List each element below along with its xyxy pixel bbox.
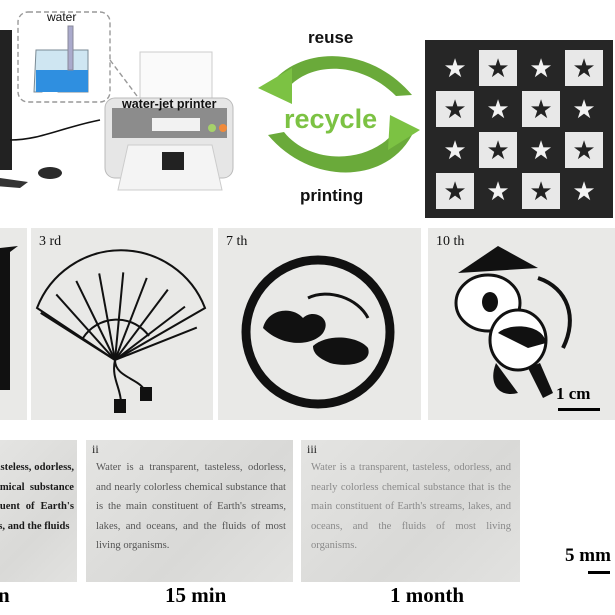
panda-drawing xyxy=(454,246,572,398)
printer-label: water-jet printer xyxy=(122,97,217,111)
sample-text: Water is a transparent, tasteless, odorl… xyxy=(0,462,74,532)
time-caption-1month: 1 month xyxy=(390,583,465,607)
sample-text: Water is a transparent, tasteless, odorl… xyxy=(96,462,286,551)
fan-rib xyxy=(55,293,116,361)
star-icon: ★ xyxy=(436,91,474,127)
star-icon: ★ xyxy=(572,175,596,206)
scale-bar-label-mm: 5 mm xyxy=(565,545,611,566)
print-panel-3rd: 3 rd xyxy=(31,228,213,420)
time-caption-1: n xyxy=(0,583,10,607)
cycle-tag: 3 rd xyxy=(39,234,62,249)
cloud-circle-drawing xyxy=(241,255,395,409)
recycle-arrows-icon xyxy=(258,56,420,173)
star-icon: ★ xyxy=(486,93,510,124)
fan-rib xyxy=(98,273,116,361)
print-panel-10th: 10 th 1 cm xyxy=(428,228,615,420)
star-icon: ★ xyxy=(572,93,596,124)
star-icon: ★ xyxy=(565,132,603,168)
cycle-tag: 7 th xyxy=(226,234,248,249)
fan-rib xyxy=(114,277,148,361)
mouse-icon xyxy=(38,167,62,179)
star-icon: ★ xyxy=(565,50,603,86)
text-sample-panel-ii: ii Water is a transparent, tasteless, od… xyxy=(86,440,293,582)
panel-index: ii xyxy=(92,442,99,456)
print-panel-1 xyxy=(0,228,27,420)
star-icon: ★ xyxy=(529,134,553,165)
scale-bar-label: 1 cm xyxy=(556,384,591,403)
fan-drawing xyxy=(35,249,207,413)
cartridge-label: water xyxy=(47,10,77,24)
printing-setup-illustration xyxy=(0,11,420,191)
star-icon: ★ xyxy=(522,91,560,127)
star-checkerboard-photo: ★★★★★★★★★★★★★★★★ xyxy=(425,40,613,218)
star-icon: ★ xyxy=(479,50,517,86)
print-panel-7th: 7 th xyxy=(218,228,421,420)
computer-monitor-icon xyxy=(0,30,28,188)
fan-rib xyxy=(114,305,186,361)
fan-rib xyxy=(40,312,116,361)
cycle-label-printing: printing xyxy=(300,186,364,205)
text-sample-panel-1: Water is a transparent, tasteless, odorl… xyxy=(0,440,77,582)
star-icon: ★ xyxy=(479,132,517,168)
time-caption-15min: 15 min xyxy=(165,583,227,607)
fan-rib xyxy=(114,326,198,361)
fan-rib xyxy=(114,289,169,361)
fan-rib xyxy=(114,272,125,361)
panel-index: iii xyxy=(307,442,318,456)
sample-text: Water is a transparent, tasteless, odorl… xyxy=(311,462,511,551)
star-icon: ★ xyxy=(436,173,474,209)
star-icon: ★ xyxy=(443,134,467,165)
star-icon: ★ xyxy=(522,173,560,209)
fan-rib xyxy=(75,280,116,361)
cycle-label-reuse: reuse xyxy=(308,28,354,47)
ink-cartridge-icon xyxy=(33,25,89,93)
star-icon: ★ xyxy=(486,175,510,206)
scale-bar xyxy=(558,408,600,411)
cycle-label-recycle: recycle xyxy=(284,104,378,134)
scale-bar-mm xyxy=(588,571,610,574)
partial-figure-drawing xyxy=(0,246,18,390)
cycle-tag: 10 th xyxy=(436,234,465,249)
star-icon: ★ xyxy=(529,52,553,83)
printer-icon xyxy=(104,51,234,191)
text-sample-panel-iii: iii Water is a transparent, tasteless, o… xyxy=(301,440,520,582)
star-icon: ★ xyxy=(443,52,467,83)
